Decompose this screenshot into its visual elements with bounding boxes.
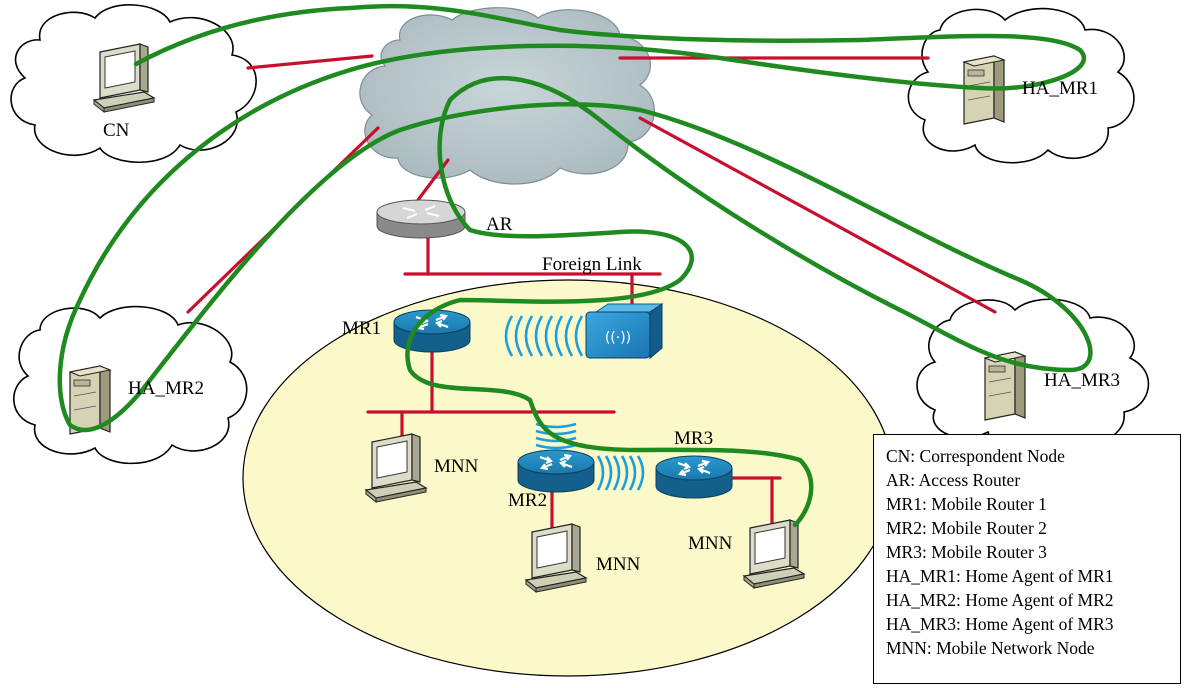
cn-label: CN xyxy=(103,120,130,141)
legend-item: AR: Access Router xyxy=(886,470,1021,490)
cn-computer-icon xyxy=(93,43,155,113)
wireless-signal-icon xyxy=(596,455,645,491)
mnn-label: MNN xyxy=(434,456,479,477)
wireless-access-point-icon: ((·)) xyxy=(585,303,664,360)
ar-label: AR xyxy=(486,214,513,235)
legend-item: MR3: Mobile Router 3 xyxy=(886,542,1047,562)
mr3-label: MR3 xyxy=(674,428,713,449)
legend-item: CN: Correspondent Node xyxy=(886,446,1065,466)
legend-item: HA_MR1: Home Agent of MR1 xyxy=(886,566,1114,586)
mnn-computer-icon xyxy=(365,433,427,503)
legend-item: MR2: Mobile Router 2 xyxy=(886,518,1047,538)
nested-tunnel-path xyxy=(57,3,1093,528)
mr2-router-icon xyxy=(516,448,596,494)
legend-item: MNN: Mobile Network Node xyxy=(886,638,1095,658)
legend-item: MR1: Mobile Router 1 xyxy=(886,494,1047,514)
legend: CN: Correspondent Node AR: Access Router… xyxy=(873,434,1181,684)
mnn-computer-icon xyxy=(525,523,587,593)
mr1-router-icon xyxy=(392,308,472,354)
mr3-router-icon xyxy=(654,454,734,500)
legend-item: HA_MR3: Home Agent of MR3 xyxy=(886,614,1114,634)
foreign-link-label: Foreign Link xyxy=(542,254,642,275)
legend-item: HA_MR2: Home Agent of MR2 xyxy=(886,590,1114,610)
wireless-signal-icon xyxy=(504,315,584,357)
mnn-label: MNN xyxy=(688,533,733,554)
ha-mr1-label: HA_MR1 xyxy=(1022,78,1098,99)
mnn-computer-icon xyxy=(743,519,805,589)
mnn-label: MNN xyxy=(596,554,641,575)
mr1-label: MR1 xyxy=(342,318,381,339)
mr2-label: MR2 xyxy=(508,490,547,511)
physical-links xyxy=(186,54,997,530)
ha-mr3-label: HA_MR3 xyxy=(1044,370,1120,391)
svg-text:((·)): ((·)) xyxy=(605,330,631,346)
ha-mr2-label: HA_MR2 xyxy=(128,378,204,399)
